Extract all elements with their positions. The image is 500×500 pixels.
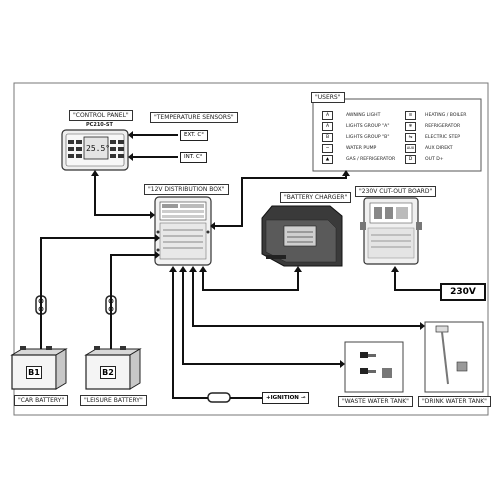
key-icon: ⊸	[300, 395, 306, 401]
battery-charger-title: "BATTERY CHARGER"	[280, 192, 352, 203]
diagram-frame	[13, 82, 489, 416]
water-pump-icon: ~	[322, 144, 333, 153]
users-title: "USERS"	[311, 92, 345, 103]
temperature-sensors-title: "TEMPERATURE SENSORS"	[150, 112, 238, 123]
out-d-plus-icon: D	[405, 155, 416, 164]
cutout-board-device	[360, 197, 422, 265]
refrigerator-icon: ❄	[405, 122, 416, 131]
users-item-out-d-plus: OUT D+	[425, 157, 444, 162]
users-item-lights-group-a: LIGHTS GROUP "A"	[346, 124, 390, 129]
b1-label: B1	[26, 366, 42, 379]
battery-charger-device	[261, 205, 343, 267]
waste-tank-panel	[344, 341, 404, 393]
users-item-awning-light: AWNING LIGHT	[346, 113, 381, 118]
distribution-box-title: "12V DISTRIBUTION BOX"	[144, 184, 229, 195]
heating-boiler-icon: ≡	[405, 111, 416, 120]
ignition-label: +IGNITION	[266, 395, 299, 401]
waste-tank-sensors	[360, 352, 392, 378]
control-panel-model: PC210-ST	[86, 122, 113, 128]
cutout-board-title: "230V CUT-OUT BOARD"	[355, 186, 437, 197]
users-item-lights-group-b: LIGHTS GROUP "B"	[346, 135, 390, 140]
users-item-gas-refrigerator: GAS / REFRIGERATOR	[346, 157, 396, 162]
waste-tank-title: "WASTE WATER TANK"	[338, 396, 413, 407]
electric-step-icon: ⇋	[405, 133, 416, 142]
users-item-aux-direkt: AUX DIREKT	[425, 146, 453, 151]
drink-tank-title: "DRINK WATER TANK"	[418, 396, 491, 407]
gas-refrigerator-icon: ▲	[322, 155, 333, 164]
ext-sensor: EXT. C°	[180, 130, 208, 141]
users-item-water-pump: WATER PUMP	[346, 146, 377, 151]
leisure-battery-title: "LEISURE BATTERY"	[80, 395, 147, 406]
users-panel	[312, 98, 482, 172]
lights-group-a-icon: A	[322, 122, 333, 131]
arrow-heads	[91, 131, 425, 368]
ignition-box: +IGNITION ⊸	[262, 392, 310, 404]
control-panel-title: "CONTROL PANEL"	[69, 110, 133, 121]
wires	[40, 134, 440, 399]
drink-tank-panel	[424, 321, 484, 393]
users-item-electric-step: ELECTRIC STEP	[425, 135, 460, 140]
distribution-box-device	[154, 196, 212, 266]
awning-light-icon: A	[322, 111, 333, 120]
int-sensor: INT. C°	[180, 152, 207, 163]
lcd-reading: 25.5°	[86, 144, 111, 153]
users-item-heating-boiler: HEATING / BOILER	[425, 113, 467, 118]
lights-group-b-icon: B	[322, 133, 333, 142]
control-panel-device	[61, 129, 129, 171]
drink-tank-probe	[435, 325, 468, 385]
v230-supply: 230V	[440, 283, 486, 301]
fuse-ignition	[207, 392, 231, 403]
users-item-refrigerator: REFRIGERATOR	[425, 124, 461, 129]
car-battery-device	[10, 346, 68, 390]
car-battery-title: "CAR BATTERY"	[14, 395, 69, 406]
aux-direkt-icon: AUX	[405, 144, 416, 153]
b2-label: B2	[100, 366, 116, 379]
